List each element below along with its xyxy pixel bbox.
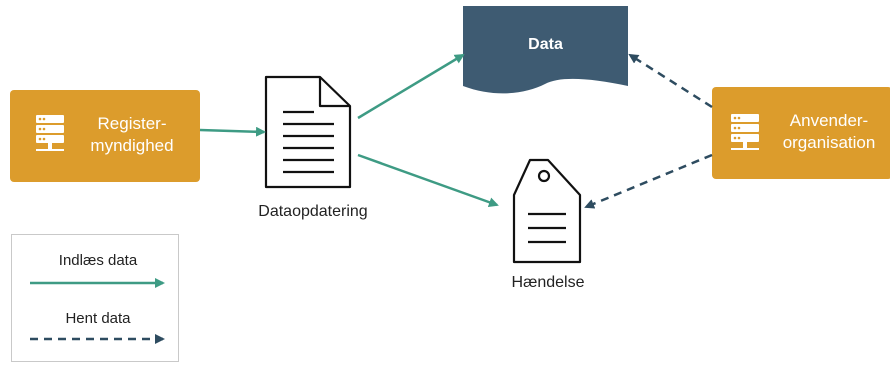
data-label: Data xyxy=(528,36,563,53)
data-shape xyxy=(463,6,628,94)
document-icon xyxy=(264,75,352,189)
anvender-organisation-box xyxy=(712,87,890,179)
arrow-anvender-to-haendelse xyxy=(584,153,713,209)
legend-indlaes-label: Indlæs data xyxy=(58,252,138,269)
haendelse-label: Hændelse xyxy=(511,274,585,291)
legend-hent-label: Hent data xyxy=(65,310,131,327)
anvender-label-line1: Anvender- xyxy=(789,111,869,130)
anvender-label-line2: organisation xyxy=(782,133,876,152)
dataopdatering-label: Dataopdatering xyxy=(258,203,368,220)
register-myndighed-label: Register- myndighed xyxy=(72,113,192,157)
arrow-anvender-to-data xyxy=(628,53,713,109)
register-label-line2: myndighed xyxy=(90,136,174,155)
arrow-document-to-data xyxy=(357,53,465,120)
arrow-register-to-document xyxy=(199,126,266,137)
tag-icon xyxy=(512,158,582,264)
legend xyxy=(11,234,179,362)
register-label-line1: Register- xyxy=(97,114,167,133)
server-icon xyxy=(731,114,759,150)
anvender-organisation-label: Anvender- organisation xyxy=(770,110,888,154)
arrow-document-to-haendelse xyxy=(357,153,499,207)
server-icon xyxy=(36,115,64,151)
register-myndighed-box xyxy=(10,90,200,182)
